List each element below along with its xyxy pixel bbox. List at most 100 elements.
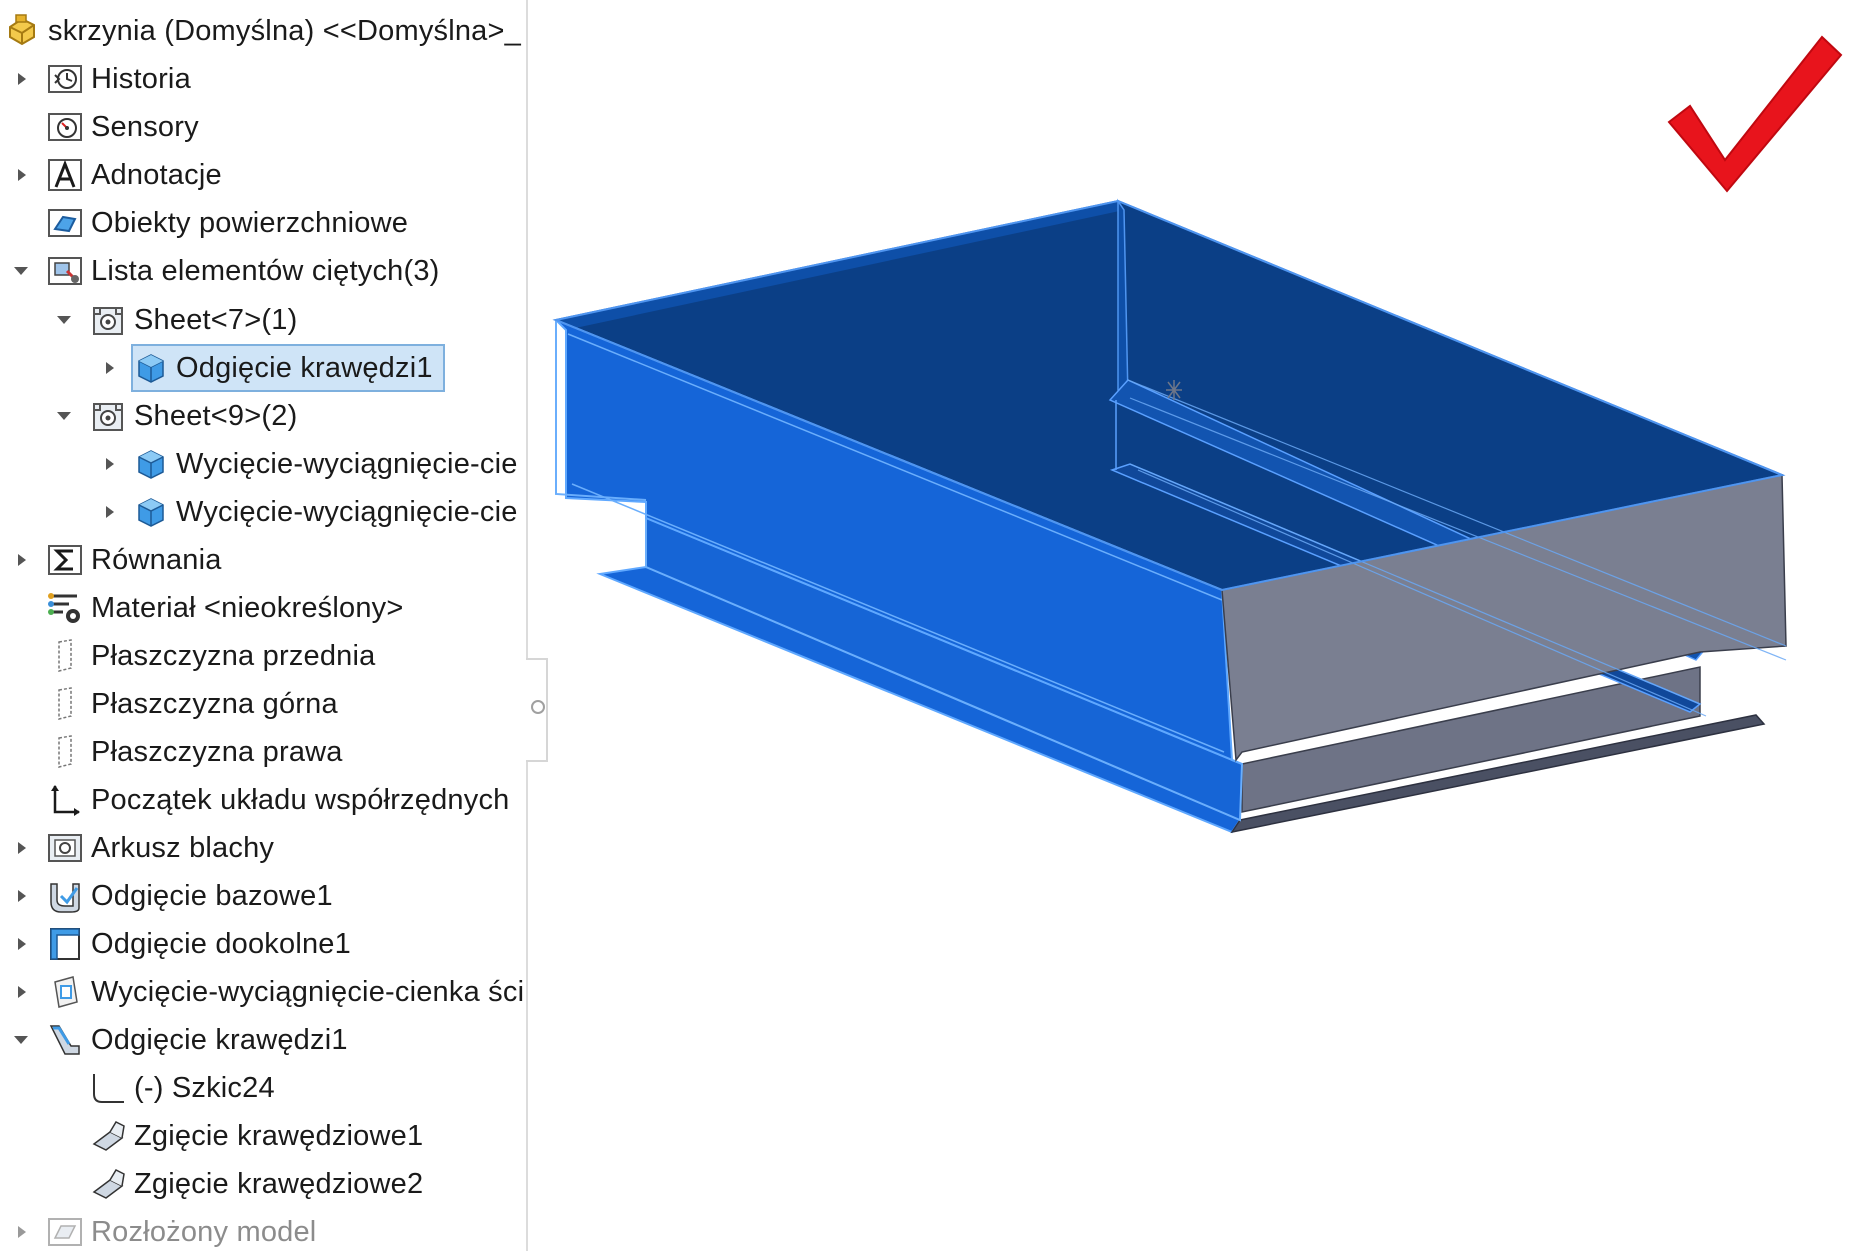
edge-flange-icon xyxy=(47,1022,83,1058)
collapse-arrow-icon[interactable] xyxy=(14,1036,28,1044)
top-rim-edge xyxy=(552,199,1786,592)
front-left-wall-edge xyxy=(555,320,647,501)
hidden-edge-lines xyxy=(1127,379,1787,717)
tree-item-sheet-metal[interactable]: Arkusz blachy xyxy=(0,824,526,872)
edge-bend-icon xyxy=(90,1166,126,1202)
origin-icon xyxy=(47,782,83,818)
tree-item-label: Równania xyxy=(91,543,222,576)
interior-back-wall xyxy=(556,201,1124,330)
sheet-metal-icon xyxy=(47,830,83,866)
tree-item-label: Odgięcie krawędzi1 xyxy=(176,351,433,384)
expand-arrow-icon[interactable] xyxy=(18,554,26,566)
tree-item-label: Arkusz blachy xyxy=(91,831,275,864)
tree-item-label: Adnotacje xyxy=(91,158,222,191)
tree-item-label: Płaszczyzna górna xyxy=(91,687,338,720)
tree-item-obiekty-powierzchniowe[interactable]: Obiekty powierzchniowe xyxy=(0,199,526,247)
part-icon xyxy=(4,13,40,49)
solid-body-icon xyxy=(133,494,169,530)
expand-arrow-icon[interactable] xyxy=(18,73,26,85)
plane-icon xyxy=(47,638,83,674)
solid-body-icon xyxy=(133,446,169,482)
feature-manager-tree: skrzynia (Domyślna) <<Domyślna>_ Histori… xyxy=(0,0,528,1251)
tree-item-label: Wycięcie-wyciągnięcie-cie xyxy=(176,495,518,528)
tree-item-label: Sheet<7>(1) xyxy=(134,303,298,336)
tree-item-label: Obiekty powierzchniowe xyxy=(91,206,409,239)
expand-arrow-icon[interactable] xyxy=(106,458,114,470)
tree-root-part[interactable]: skrzynia (Domyślna) <<Domyślna>_ xyxy=(0,7,526,55)
tree-item-rownania[interactable]: Równania xyxy=(0,536,526,584)
graphics-viewport[interactable] xyxy=(548,0,1869,1251)
tree-item-historia[interactable]: Historia xyxy=(0,55,526,103)
tree-item-label: Rozłożony model xyxy=(91,1215,317,1248)
selection-highlight xyxy=(131,344,445,392)
expand-arrow-icon[interactable] xyxy=(18,890,26,902)
tree-item-odgiecie-krawedzi1-body[interactable]: Odgięcie krawędzi1 xyxy=(0,344,526,392)
tree-item-label: Wycięcie-wyciągnięcie-cie xyxy=(176,447,518,480)
front-left-wall xyxy=(555,319,1243,765)
plane-icon xyxy=(47,686,83,722)
tree-item-label: Odgięcie dookolne1 xyxy=(91,927,351,960)
tree-item-right-plane[interactable]: Płaszczyzna prawa xyxy=(0,728,526,776)
tree-item-sheet-7[interactable]: Sheet<7>(1) xyxy=(0,296,526,344)
tree-item-adnotacje[interactable]: Adnotacje xyxy=(0,151,526,199)
tree-item-origin[interactable]: Początek układu współrzędnych xyxy=(0,776,526,824)
surface-bodies-icon xyxy=(47,205,83,241)
base-flange-icon xyxy=(47,878,83,914)
tree-item-edge-bend-1[interactable]: Zgięcie krawędziowe1 xyxy=(0,1112,526,1160)
tree-item-cut-body-1[interactable]: Wycięcie-wyciągnięcie-cie xyxy=(0,440,526,488)
plane-icon xyxy=(47,734,83,770)
tree-item-label: Sensory xyxy=(91,110,199,143)
material-icon xyxy=(47,590,83,626)
tree-item-label: Odgięcie krawędzi1 xyxy=(91,1023,348,1056)
sheet-metal-cut-list-icon xyxy=(90,302,126,338)
expand-arrow-icon[interactable] xyxy=(106,506,114,518)
red-checkmark-icon xyxy=(1667,35,1843,193)
tree-item-label: Wycięcie-wyciągnięcie-cienka ści xyxy=(91,975,525,1008)
solid-body-icon xyxy=(133,350,169,386)
expand-arrow-icon[interactable] xyxy=(18,938,26,950)
cut-extrude-icon xyxy=(47,974,83,1010)
tree-item-label: Płaszczyzna prawa xyxy=(91,735,343,768)
tree-item-front-plane[interactable]: Płaszczyzna przednia xyxy=(0,632,526,680)
root-label: skrzynia (Domyślna) <<Domyślna>_ xyxy=(48,14,521,47)
tree-item-label: Lista elementów ciętych(3) xyxy=(91,254,440,287)
origin-marker-icon xyxy=(1166,380,1182,400)
splitter-handle-icon[interactable] xyxy=(531,700,545,714)
tree-item-label: Zgięcie krawędziowe2 xyxy=(134,1167,424,1200)
tree-item-base-flange[interactable]: Odgięcie bazowe1 xyxy=(0,872,526,920)
expand-arrow-icon[interactable] xyxy=(18,986,26,998)
expand-arrow-icon[interactable] xyxy=(18,842,26,854)
equations-icon xyxy=(47,542,83,578)
tree-item-material[interactable]: Materiał <nieokreślony> xyxy=(0,584,526,632)
tree-item-sketch24[interactable]: (-) Szkic24 xyxy=(0,1064,526,1112)
tree-item-miter-flange[interactable]: Odgięcie dookolne1 xyxy=(0,920,526,968)
tree-item-label: Odgięcie bazowe1 xyxy=(91,879,333,912)
tree-item-edge-flange[interactable]: Odgięcie krawędzi1 xyxy=(0,1016,526,1064)
collapse-arrow-icon[interactable] xyxy=(14,267,28,275)
tree-item-label: Zgięcie krawędziowe1 xyxy=(134,1119,424,1152)
tree-item-sheet-9[interactable]: Sheet<9>(2) xyxy=(0,392,526,440)
bottom-flange-right xyxy=(1230,714,1766,834)
history-icon xyxy=(47,61,83,97)
flat-pattern-icon xyxy=(47,1214,83,1250)
tree-item-cut-extrude[interactable]: Wycięcie-wyciągnięcie-cienka ści xyxy=(0,968,526,1016)
collapse-arrow-icon[interactable] xyxy=(57,316,71,324)
expand-arrow-icon[interactable] xyxy=(18,1226,26,1238)
annotations-icon xyxy=(47,157,83,193)
tree-item-flat-pattern[interactable]: Rozłożony model xyxy=(0,1208,526,1251)
sheet-metal-cut-list-icon xyxy=(90,398,126,434)
tree-item-cut-body-2[interactable]: Wycięcie-wyciągnięcie-cie xyxy=(0,488,526,536)
tree-item-label: Początek układu współrzędnych xyxy=(91,783,510,816)
tree-item-top-plane[interactable]: Płaszczyzna górna xyxy=(0,680,526,728)
miter-flange-icon xyxy=(47,926,83,962)
model-view xyxy=(552,35,1843,834)
expand-arrow-icon[interactable] xyxy=(18,169,26,181)
front-left-wall-lines xyxy=(567,333,1225,753)
tree-item-cut-list[interactable]: Lista elementów ciętych(3) xyxy=(0,247,526,295)
expand-arrow-icon[interactable] xyxy=(106,362,114,374)
collapse-arrow-icon[interactable] xyxy=(57,412,71,420)
tree-item-edge-bend-2[interactable]: Zgięcie krawędziowe2 xyxy=(0,1160,526,1208)
tree-item-sensory[interactable]: Sensory xyxy=(0,103,526,151)
tree-item-label: Historia xyxy=(91,62,191,95)
tree-item-label: Sheet<9>(2) xyxy=(134,399,298,432)
